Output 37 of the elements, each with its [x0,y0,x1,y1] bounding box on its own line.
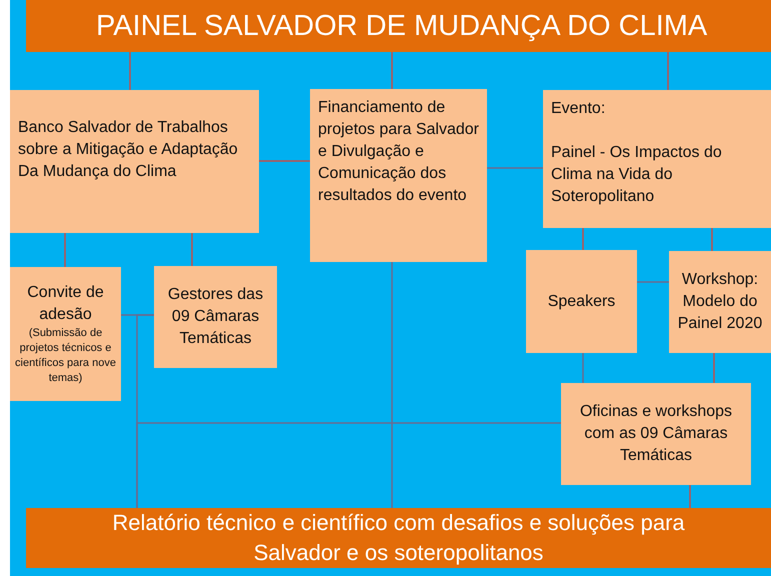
connector-line [689,485,691,508]
topic-box [543,90,771,228]
connector-line [391,52,393,89]
connector-line [191,233,193,266]
connector-line [487,167,543,169]
connector-line [637,281,669,283]
connector-line [711,228,713,251]
box-label: Financiamento de projetos para Salvador e Divulgação e Comunicação dos resultados do evento [318,98,479,206]
topic-box [10,267,121,401]
topic-box [669,251,771,353]
connector-line [713,353,715,383]
title-banner [26,0,771,52]
topic-box [561,383,751,485]
connector-line [582,353,584,383]
box-note: Painel - Os Impactos do Clima na Vida do Soteropolitano [551,143,723,207]
box-label: PAINEL SALVADOR DE MUDANÇA DO CLIMA [96,12,708,40]
box-label: Workshop: Modelo do Painel 2020 [676,270,764,334]
box-label: Evento: [551,99,606,119]
connector-line [667,52,669,90]
topic-box [310,89,487,262]
topic-box [154,266,277,368]
topic-box [526,250,637,353]
box-label: Gestores das 09 Câmaras Temáticas [166,285,264,349]
box-note: (Submissão de projetos técnicos e científicos para nove temas) [14,326,117,386]
connector-line [582,228,584,250]
box-label: Oficinas e workshops com as 09 Câmaras Temáticas [578,402,734,466]
result-banner [26,508,771,568]
connector-line [64,233,66,267]
topic-box [10,90,259,233]
box-label: Convite de adesão [26,283,105,325]
connector-line [259,160,310,162]
box-label: Relatório técnico e científico com desafios e soluções para Salvador e os soteropolitanos [111,509,686,567]
connector-line [391,262,393,508]
connector-line [129,52,131,90]
box-label: Speakers [548,292,616,312]
connector-line [136,422,561,508]
box-label: Banco Salvador de Trabalhos sobre a Mitigação e Adaptação Da Mudança do Clima [18,118,239,182]
